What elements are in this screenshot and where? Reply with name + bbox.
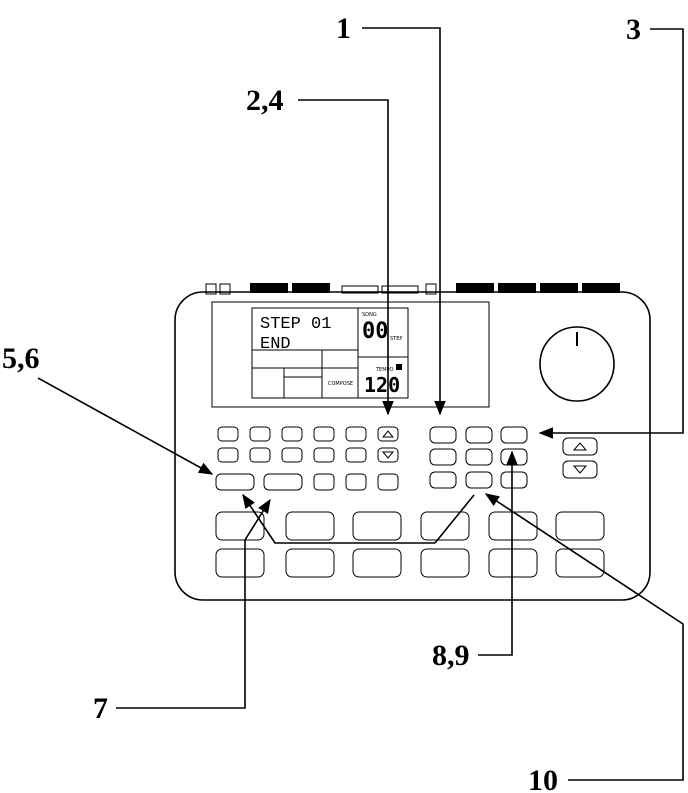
function-key[interactable]: [429, 471, 457, 489]
function-key[interactable]: [465, 426, 493, 444]
small-key[interactable]: [281, 426, 303, 442]
tempo-value: 120: [364, 373, 400, 397]
tempo-label: TEMPO: [375, 367, 394, 373]
small-key[interactable]: [281, 447, 303, 463]
lcd-display: STEP 01 END SONG 00 STEP COMPOSE TEMPO 1…: [211, 301, 490, 408]
cursor-up-button[interactable]: [562, 437, 598, 456]
up-arrow-icon: [572, 442, 588, 451]
function-key[interactable]: [465, 448, 493, 466]
small-key[interactable]: [217, 426, 239, 442]
small-key[interactable]: [313, 447, 335, 463]
function-key[interactable]: [500, 448, 528, 466]
small-key[interactable]: [377, 473, 399, 491]
small-key[interactable]: [345, 426, 367, 442]
small-key[interactable]: [345, 447, 367, 463]
callout-5-6: 5,6: [2, 342, 40, 375]
drum-pad[interactable]: [420, 548, 470, 578]
up-arrow-icon: [381, 430, 395, 438]
cursor-keys: [562, 437, 598, 479]
small-key[interactable]: [313, 426, 335, 442]
value-arrow-keys: [377, 426, 399, 463]
lcd-line-2: END: [260, 335, 291, 354]
drum-pad[interactable]: [215, 548, 265, 578]
drum-pad[interactable]: [488, 548, 538, 578]
small-key[interactable]: [217, 447, 239, 463]
small-key[interactable]: [249, 447, 271, 463]
wide-key-left[interactable]: [215, 473, 255, 491]
small-key[interactable]: [345, 473, 367, 491]
function-key[interactable]: [500, 471, 528, 489]
drum-pad[interactable]: [285, 511, 335, 541]
function-key[interactable]: [429, 426, 457, 444]
callout-8-9: 8,9: [432, 639, 470, 672]
callout-7: 7: [93, 692, 108, 725]
drum-pad[interactable]: [420, 511, 470, 541]
drum-pad[interactable]: [352, 511, 402, 541]
drum-pad[interactable]: [555, 548, 605, 578]
drum-pad[interactable]: [285, 548, 335, 578]
down-arrow-icon: [572, 465, 588, 474]
drum-pad[interactable]: [352, 548, 402, 578]
function-key[interactable]: [465, 471, 493, 489]
down-arrow-icon: [381, 451, 395, 459]
wide-key-center[interactable]: [263, 473, 303, 491]
top-jacks: [205, 283, 620, 295]
song-suffix: STEP: [390, 336, 402, 342]
small-key[interactable]: [313, 473, 335, 491]
callout-labels: 1 2,4 3 5,6 7 8,9 10: [2, 12, 641, 793]
value-up-button[interactable]: [377, 426, 399, 442]
callout-10: 10: [528, 764, 558, 793]
compose-label: COMPOSE: [328, 381, 353, 387]
right-button-grid: [429, 426, 528, 489]
song-label: SONG: [362, 312, 377, 318]
function-key[interactable]: [429, 448, 457, 466]
callout-leaders: [37, 27, 684, 781]
device-body: [174, 291, 651, 601]
data-dial[interactable]: [539, 326, 615, 402]
value-down-button[interactable]: [377, 447, 399, 463]
cursor-down-button[interactable]: [562, 460, 598, 479]
callout-2-4: 2,4: [246, 84, 284, 117]
small-key[interactable]: [249, 426, 271, 442]
left-button-grid: [215, 426, 399, 491]
song-number: 00: [362, 319, 389, 344]
callout-1: 1: [336, 12, 351, 45]
drum-pad[interactable]: [555, 511, 605, 541]
function-key[interactable]: [500, 426, 528, 444]
drum-pads: [215, 511, 605, 578]
callout-3: 3: [626, 13, 641, 46]
lcd-line-1: STEP 01: [260, 315, 331, 334]
drum-pad[interactable]: [488, 511, 538, 541]
